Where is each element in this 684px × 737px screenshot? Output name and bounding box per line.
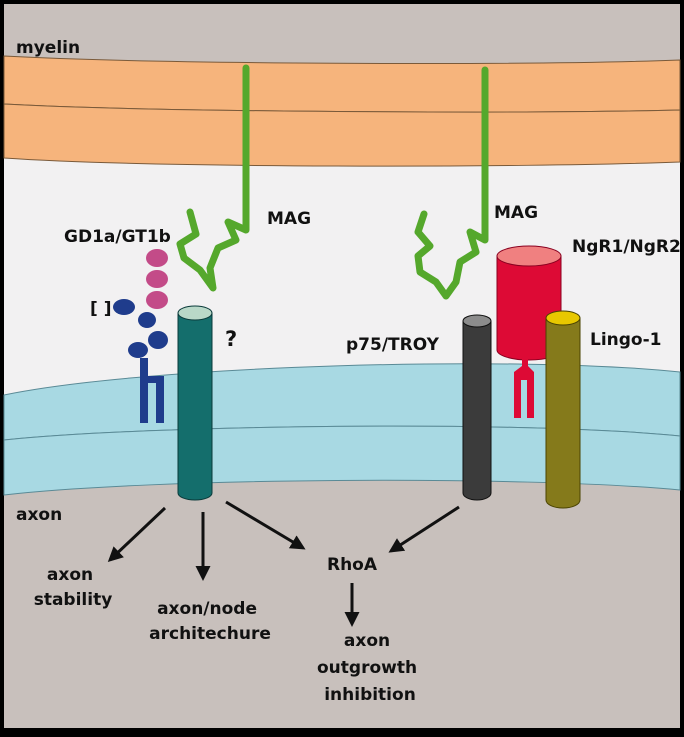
receptor-body — [177, 312, 213, 501]
ngr-receptor — [496, 245, 562, 418]
p75-troy-label: p75/TROY — [346, 335, 440, 355]
mag-label-right: MAG — [494, 203, 538, 223]
myelin-layer-inner — [3, 103, 681, 167]
lingo-1-top — [545, 310, 581, 326]
bracket-label: [ ] — [90, 299, 111, 319]
lingo-1-receptor — [545, 310, 581, 509]
sugar-residue — [128, 342, 148, 358]
sugar-residue — [146, 270, 168, 288]
outcome-axon-stability: axon stability — [34, 565, 113, 610]
ceramide-anchor — [140, 358, 164, 423]
myelin-label: myelin — [16, 38, 80, 58]
p75-troy-top — [462, 314, 492, 328]
arrow-to-rhoa-left — [225, 500, 306, 550]
mag-label-left: MAG — [267, 209, 311, 229]
myelin-layer-outer — [3, 55, 681, 113]
ganglioside-gd1a-gt1b — [113, 249, 168, 423]
unknown-receptor — [177, 305, 213, 501]
axon-membrane — [3, 363, 681, 496]
p75-troy-body — [462, 320, 492, 501]
outcome-axon-node-architecture: axon/node architechure — [149, 599, 271, 644]
sialic-acid-residue — [113, 299, 135, 315]
sugar-residue — [138, 312, 156, 328]
sugar-residue — [146, 249, 168, 267]
ngr-top — [496, 245, 562, 267]
outcome-outgrowth-inhibition: axon outgrowth inhibition — [317, 631, 423, 705]
sugar-residue — [146, 291, 168, 309]
ganglioside-label: GD1a/GT1b — [64, 227, 171, 247]
receptor-top — [177, 305, 213, 321]
lingo-1-body — [545, 317, 581, 509]
unknown-receptor-label: ? — [225, 327, 237, 351]
signaling-arrows — [107, 500, 460, 627]
p75-troy-receptor — [462, 314, 492, 501]
mag-protein-left — [176, 64, 250, 292]
arrow-to-axon-stability — [107, 506, 167, 563]
mag-protein-right — [414, 66, 489, 300]
rhoa-label: RhoA — [327, 555, 378, 575]
ngr-label: NgR1/NgR2 — [572, 237, 681, 257]
gpi-anchor — [514, 358, 534, 418]
myelin-membrane — [3, 55, 681, 167]
sugar-residue — [148, 331, 168, 349]
lingo-1-label: Lingo-1 — [590, 330, 662, 350]
arrow-to-rhoa-right — [388, 505, 460, 553]
axon-label: axon — [16, 505, 62, 525]
